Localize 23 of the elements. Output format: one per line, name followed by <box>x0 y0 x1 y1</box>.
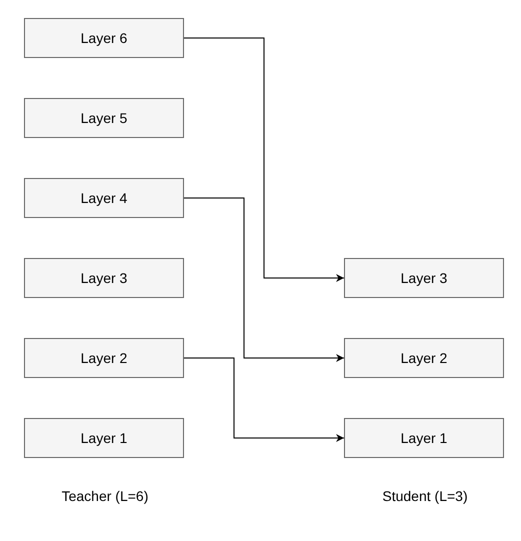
layer-label: Layer 3 <box>80 270 128 286</box>
layer-label: Layer 6 <box>80 30 128 46</box>
layer-box <box>344 418 504 458</box>
layer-box <box>344 258 504 298</box>
arrow <box>184 198 344 362</box>
layer-label: Layer 4 <box>80 190 128 206</box>
layer-label: Layer 2 <box>80 350 128 366</box>
layer-box <box>344 338 504 378</box>
layer-box <box>24 338 184 378</box>
layer-box <box>24 258 184 298</box>
layer-label: Layer 3 <box>400 270 448 286</box>
column-caption: Teacher (L=6) <box>62 488 148 504</box>
layer-box <box>24 98 184 138</box>
column-caption: Student (L=3) <box>382 488 468 504</box>
layer-label: Layer 1 <box>80 430 128 446</box>
layer-box <box>24 418 184 458</box>
layer-label: Layer 2 <box>400 350 448 366</box>
layer-box <box>24 178 184 218</box>
layer-label: Layer 1 <box>400 430 448 446</box>
arrow <box>184 38 344 282</box>
layer-label: Layer 5 <box>80 110 128 126</box>
layer-box <box>24 18 184 58</box>
arrow <box>184 358 344 442</box>
